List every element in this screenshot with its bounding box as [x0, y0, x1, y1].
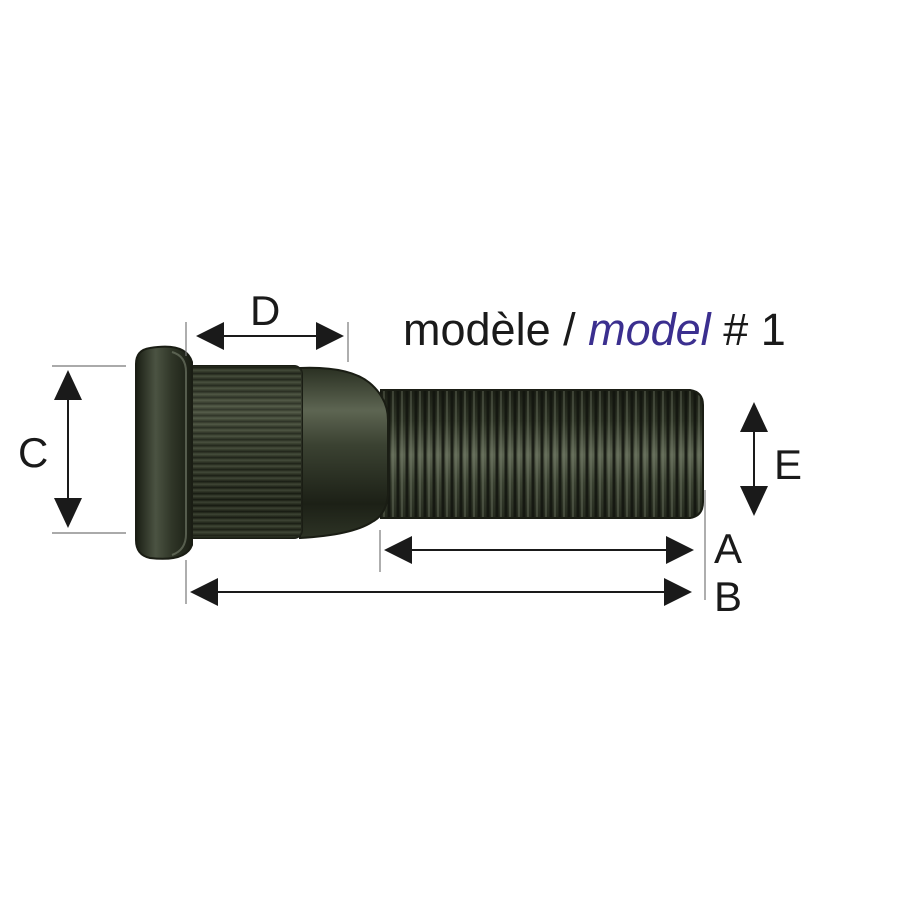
dimension-c-arrow	[54, 370, 82, 528]
dimension-arrows	[54, 322, 768, 606]
threaded-shaft	[380, 389, 704, 519]
dimension-a-arrow	[384, 536, 694, 564]
knurled-section	[185, 365, 303, 539]
shank-neck	[299, 366, 389, 540]
title-french: modèle	[403, 304, 551, 355]
label-a: A	[714, 525, 743, 572]
model-title: modèle / model # 1	[403, 303, 786, 357]
title-english: model	[588, 304, 711, 355]
stud-head	[135, 345, 193, 560]
label-b: B	[714, 573, 743, 620]
dimension-e-arrow	[740, 402, 768, 516]
label-c: C	[18, 429, 49, 476]
label-d: D	[250, 287, 281, 334]
extension-lines	[52, 322, 706, 604]
title-separator: /	[550, 304, 589, 355]
dimension-b-arrow	[190, 578, 692, 606]
dimension-d-arrow	[196, 322, 344, 350]
title-number: # 1	[710, 304, 786, 355]
label-e: E	[774, 441, 803, 488]
